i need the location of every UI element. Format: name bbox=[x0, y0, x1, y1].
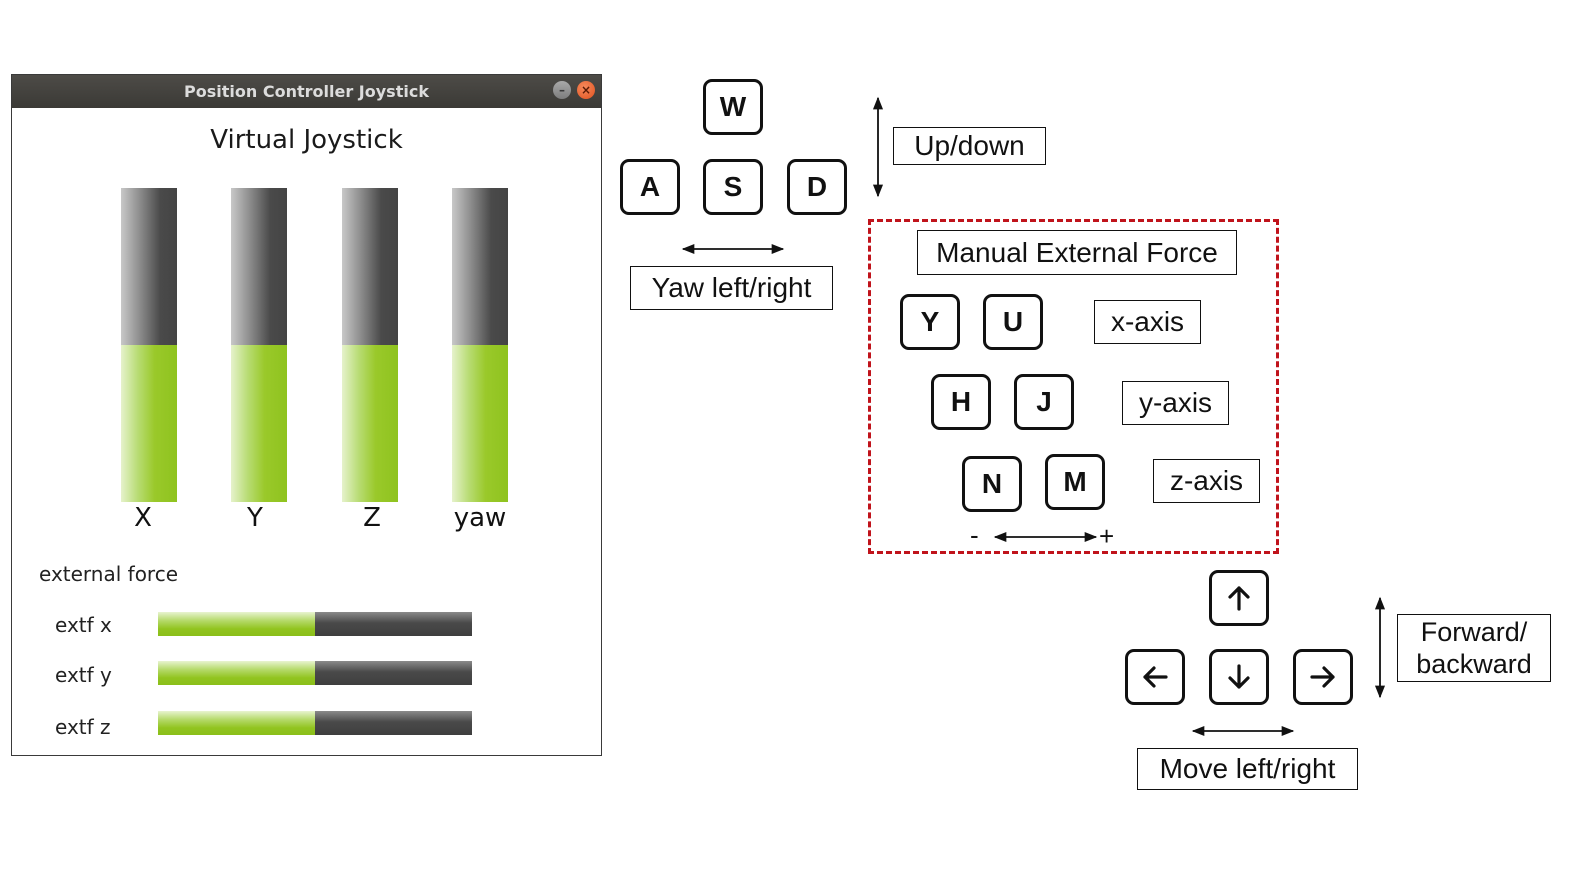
move-label: Move left/right bbox=[1137, 748, 1358, 790]
x-axis-box: x-axis bbox=[1094, 300, 1201, 344]
extf-x-bar[interactable] bbox=[158, 612, 472, 636]
plus-sign: + bbox=[1099, 521, 1115, 551]
extf-y-fill bbox=[158, 661, 315, 685]
window-titlebar[interactable]: Position Controller Joystick – × bbox=[12, 75, 601, 108]
w-key: W bbox=[703, 79, 763, 135]
yaw-axis-fill bbox=[452, 345, 508, 502]
yaw-label: Yaw left/right bbox=[630, 266, 833, 310]
s-key: S bbox=[703, 159, 763, 215]
y-axis-label: Y bbox=[247, 503, 263, 533]
z-axis-fill bbox=[342, 345, 398, 502]
y-axis-bar[interactable] bbox=[231, 188, 287, 502]
j-key: J bbox=[1014, 374, 1074, 430]
z-axis-box: z-axis bbox=[1153, 459, 1260, 503]
right-arrow-key bbox=[1293, 649, 1353, 705]
arrow-down-icon bbox=[1228, 664, 1250, 689]
extf-x-label: extf x bbox=[55, 613, 112, 637]
yaw-axis-label: yaw bbox=[453, 503, 507, 533]
x-axis-fill bbox=[121, 345, 177, 502]
y-axis-fill bbox=[231, 345, 287, 502]
minimize-icon[interactable]: – bbox=[553, 81, 571, 99]
extf-z-fill bbox=[158, 711, 315, 735]
z-axis-label: Z bbox=[363, 503, 381, 533]
minus-sign: - bbox=[970, 520, 979, 550]
a-key: A bbox=[620, 159, 680, 215]
forward-backward-label: Forward/ backward bbox=[1397, 614, 1551, 682]
extf-y-label: extf y bbox=[55, 663, 112, 687]
panel-title: Virtual Joystick bbox=[210, 125, 403, 155]
n-key: N bbox=[962, 456, 1022, 512]
extf-z-label: extf z bbox=[55, 715, 111, 739]
up-arrow-key bbox=[1209, 570, 1269, 626]
extf-z-bar[interactable] bbox=[158, 711, 472, 735]
manual-force-title: Manual External Force bbox=[917, 230, 1237, 275]
u-key: U bbox=[983, 294, 1043, 350]
extf-y-bar[interactable] bbox=[158, 661, 472, 685]
y-key: Y bbox=[900, 294, 960, 350]
z-axis-bar[interactable] bbox=[342, 188, 398, 502]
arrow-left-icon bbox=[1143, 666, 1168, 688]
h-key: H bbox=[931, 374, 991, 430]
up-down-label: Up/down bbox=[893, 127, 1046, 165]
x-axis-label: X bbox=[134, 503, 152, 533]
down-arrow-key bbox=[1209, 649, 1269, 705]
joystick-window: Position Controller Joystick – × Virtual… bbox=[11, 74, 602, 756]
arrow-right-icon bbox=[1310, 666, 1335, 688]
y-axis-box: y-axis bbox=[1122, 381, 1229, 425]
x-axis-bar[interactable] bbox=[121, 188, 177, 502]
m-key: M bbox=[1045, 454, 1105, 510]
manual-force-group bbox=[868, 219, 1279, 554]
close-icon[interactable]: × bbox=[577, 81, 595, 99]
window-title: Position Controller Joystick bbox=[184, 82, 429, 101]
extf-x-fill bbox=[158, 612, 315, 636]
yaw-axis-bar[interactable] bbox=[452, 188, 508, 502]
d-key: D bbox=[787, 159, 847, 215]
left-arrow-key bbox=[1125, 649, 1185, 705]
arrow-up-icon bbox=[1228, 586, 1250, 611]
external-force-title: external force bbox=[39, 562, 179, 586]
